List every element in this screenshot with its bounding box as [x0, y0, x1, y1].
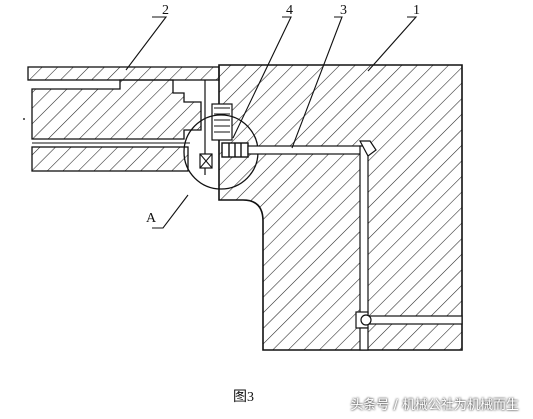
channel-plug-ball — [360, 314, 372, 326]
part-2-bottom-wall — [31, 146, 189, 172]
part-2-top-wall — [27, 66, 220, 81]
channel-corner-elbow — [359, 140, 377, 157]
leader-1 — [367, 16, 418, 72]
figure-caption: 图3 — [233, 390, 254, 405]
part-4-upper-housing — [211, 103, 233, 141]
leader-2 — [125, 16, 168, 71]
callout-4: 4 — [286, 3, 293, 18]
callout-3: 3 — [340, 3, 347, 18]
leader-3 — [291, 16, 343, 149]
watermark-text: 头条号 / 机械公社为机械而生 — [350, 398, 519, 413]
channel-bottom-stub — [359, 327, 369, 351]
part-4-nozzle-ribs — [228, 143, 242, 157]
leader-A — [152, 194, 189, 229]
leader-4 — [232, 16, 292, 139]
callout-1: 1 — [413, 3, 420, 18]
part-4-teeth — [214, 107, 230, 133]
part-2-shaft — [31, 79, 202, 140]
stray-dot — [23, 118, 25, 120]
callout-2: 2 — [162, 3, 169, 18]
part-1-body — [218, 64, 463, 351]
callout-A: A — [146, 211, 157, 226]
